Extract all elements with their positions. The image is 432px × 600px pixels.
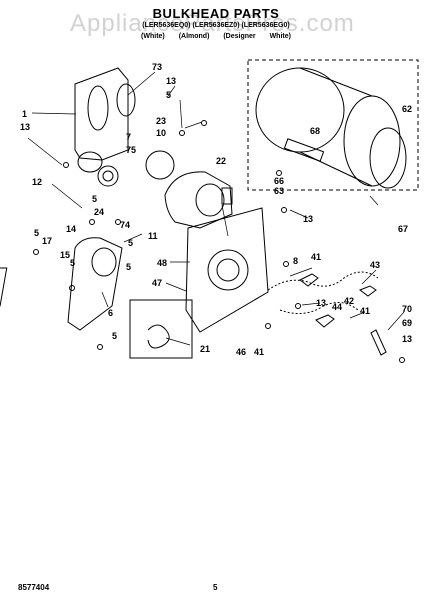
callout-42: 42 bbox=[344, 296, 354, 306]
callout-47: 47 bbox=[152, 278, 162, 288]
wire-part bbox=[267, 271, 379, 291]
watermark: AppliancePartsPros.com bbox=[70, 10, 355, 37]
callout-13: 13 bbox=[20, 122, 30, 132]
callout-5: 5 bbox=[34, 228, 39, 238]
callout-13: 13 bbox=[303, 214, 313, 224]
callout-labels: 73 13 1 13 5 7 75 23 10 68 62 22 66 63 1… bbox=[20, 62, 412, 357]
callout-41: 41 bbox=[254, 347, 264, 357]
callout-11: 11 bbox=[148, 231, 158, 241]
callout-5: 5 bbox=[128, 238, 133, 248]
callout-67: 67 bbox=[398, 224, 408, 234]
door-opening bbox=[87, 85, 109, 131]
callout-62: 62 bbox=[402, 104, 412, 114]
bulkhead-part bbox=[185, 207, 269, 333]
callout-6: 6 bbox=[108, 308, 113, 318]
callout-43: 43 bbox=[370, 260, 380, 270]
hinge-part-70 bbox=[370, 329, 387, 356]
door-seal-part-73 bbox=[116, 83, 136, 117]
callout-69: 69 bbox=[402, 318, 412, 328]
callout-17: 17 bbox=[42, 236, 52, 246]
color-variants: (White) (Almond) (Designer White) bbox=[141, 33, 291, 40]
callout-21: 21 bbox=[200, 344, 210, 354]
page-number: 5 bbox=[213, 583, 218, 592]
callout-24: 24 bbox=[94, 207, 104, 217]
callout-66: 66 bbox=[274, 176, 284, 186]
callout-10: 10 bbox=[156, 128, 166, 138]
blower-wheel-part bbox=[97, 165, 119, 187]
callout-63: 63 bbox=[274, 186, 284, 196]
callout-5: 5 bbox=[166, 90, 171, 100]
callout-5: 5 bbox=[92, 194, 97, 204]
page-title: BULKHEAD PARTS bbox=[152, 6, 280, 21]
blower-housing-part bbox=[77, 151, 103, 173]
model-numbers: (LER5636EQ0) (LER5636EZ0) (LER5636EG0) bbox=[142, 22, 290, 29]
callout-48: 48 bbox=[157, 258, 167, 268]
callout-12: 12 bbox=[32, 177, 42, 187]
callout-5: 5 bbox=[126, 262, 131, 272]
lint-filter-part bbox=[0, 267, 8, 307]
callout-41: 41 bbox=[360, 306, 370, 316]
callout-5: 5 bbox=[70, 258, 75, 268]
drum-part bbox=[255, 67, 345, 153]
callout-14: 14 bbox=[66, 224, 76, 234]
callout-73: 73 bbox=[152, 62, 162, 72]
wire-harness-frame bbox=[129, 299, 193, 359]
callout-46: 46 bbox=[236, 347, 246, 357]
callout-68: 68 bbox=[310, 126, 320, 136]
callout-44: 44 bbox=[332, 302, 342, 312]
baffle-part-68 bbox=[283, 138, 325, 162]
callout-1: 1 bbox=[22, 109, 27, 119]
callout-15: 15 bbox=[60, 250, 70, 260]
callout-75: 75 bbox=[126, 145, 136, 155]
bracket-part-22 bbox=[221, 187, 233, 205]
motor-pulley-part bbox=[145, 150, 175, 180]
motor-part bbox=[164, 171, 233, 229]
document-number: 8577404 bbox=[18, 583, 50, 592]
callout-74: 74 bbox=[120, 220, 130, 230]
callout-13: 13 bbox=[316, 298, 326, 308]
callout-13: 13 bbox=[402, 334, 412, 344]
callout-13: 13 bbox=[166, 76, 176, 86]
drum-seal-part-62 bbox=[369, 127, 407, 189]
leader-lines bbox=[27, 71, 405, 346]
heater-duct-part bbox=[67, 237, 123, 331]
callout-70: 70 bbox=[402, 304, 412, 314]
callout-22: 22 bbox=[216, 156, 226, 166]
drum-inset-frame bbox=[247, 59, 419, 191]
callout-23: 23 bbox=[156, 116, 166, 126]
callout-7: 7 bbox=[126, 132, 131, 142]
sensor-part bbox=[299, 273, 377, 328]
callout-8: 8 bbox=[293, 256, 298, 266]
front-panel-part bbox=[74, 67, 129, 161]
screw-parts bbox=[33, 120, 405, 363]
callout-41: 41 bbox=[311, 252, 321, 262]
callout-5: 5 bbox=[112, 331, 117, 341]
